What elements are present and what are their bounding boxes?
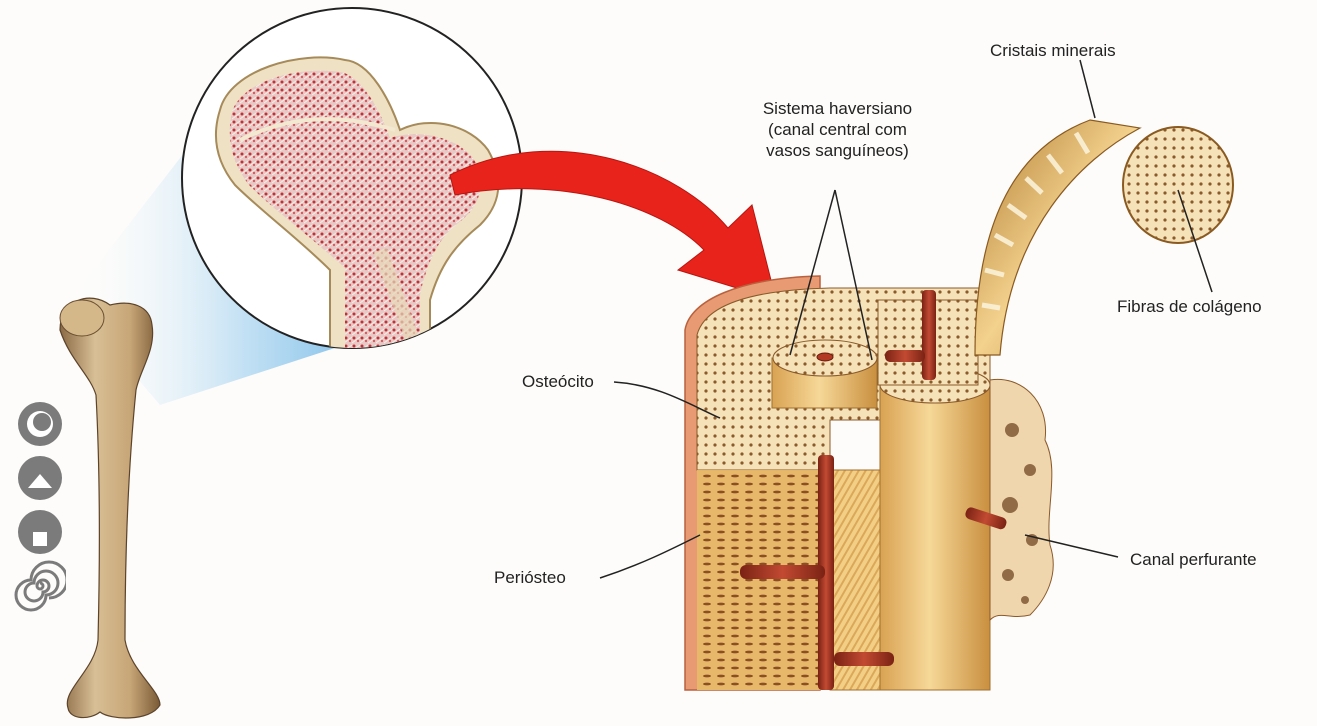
- femur-bone: [60, 298, 160, 718]
- eye-icon: [14, 398, 66, 450]
- view-toggle-button[interactable]: [14, 398, 66, 450]
- label-fibras-colageno: Fibras de colágeno: [1117, 296, 1262, 317]
- label-sistema-haversiano: Sistema haversiano (canal central com va…: [720, 98, 955, 161]
- spiral-button[interactable]: [14, 560, 66, 612]
- stop-icon: [14, 506, 66, 558]
- label-canal-perfurante: Canal perfurante: [1130, 549, 1257, 570]
- spiral-icon: [14, 560, 66, 612]
- label-periosteo: Periósteo: [494, 567, 566, 588]
- stop-button[interactable]: [14, 506, 66, 558]
- label-osteocito: Osteócito: [522, 371, 594, 392]
- label-cristais-minerais: Cristais minerais: [990, 40, 1116, 61]
- eject-icon: [14, 452, 66, 504]
- eject-button[interactable]: [14, 452, 66, 504]
- label-sistema-haversiano-line2: (canal central com: [720, 119, 955, 140]
- label-sistema-haversiano-line1: Sistema haversiano: [720, 98, 955, 119]
- label-sistema-haversiano-line3: vasos sanguíneos): [720, 140, 955, 161]
